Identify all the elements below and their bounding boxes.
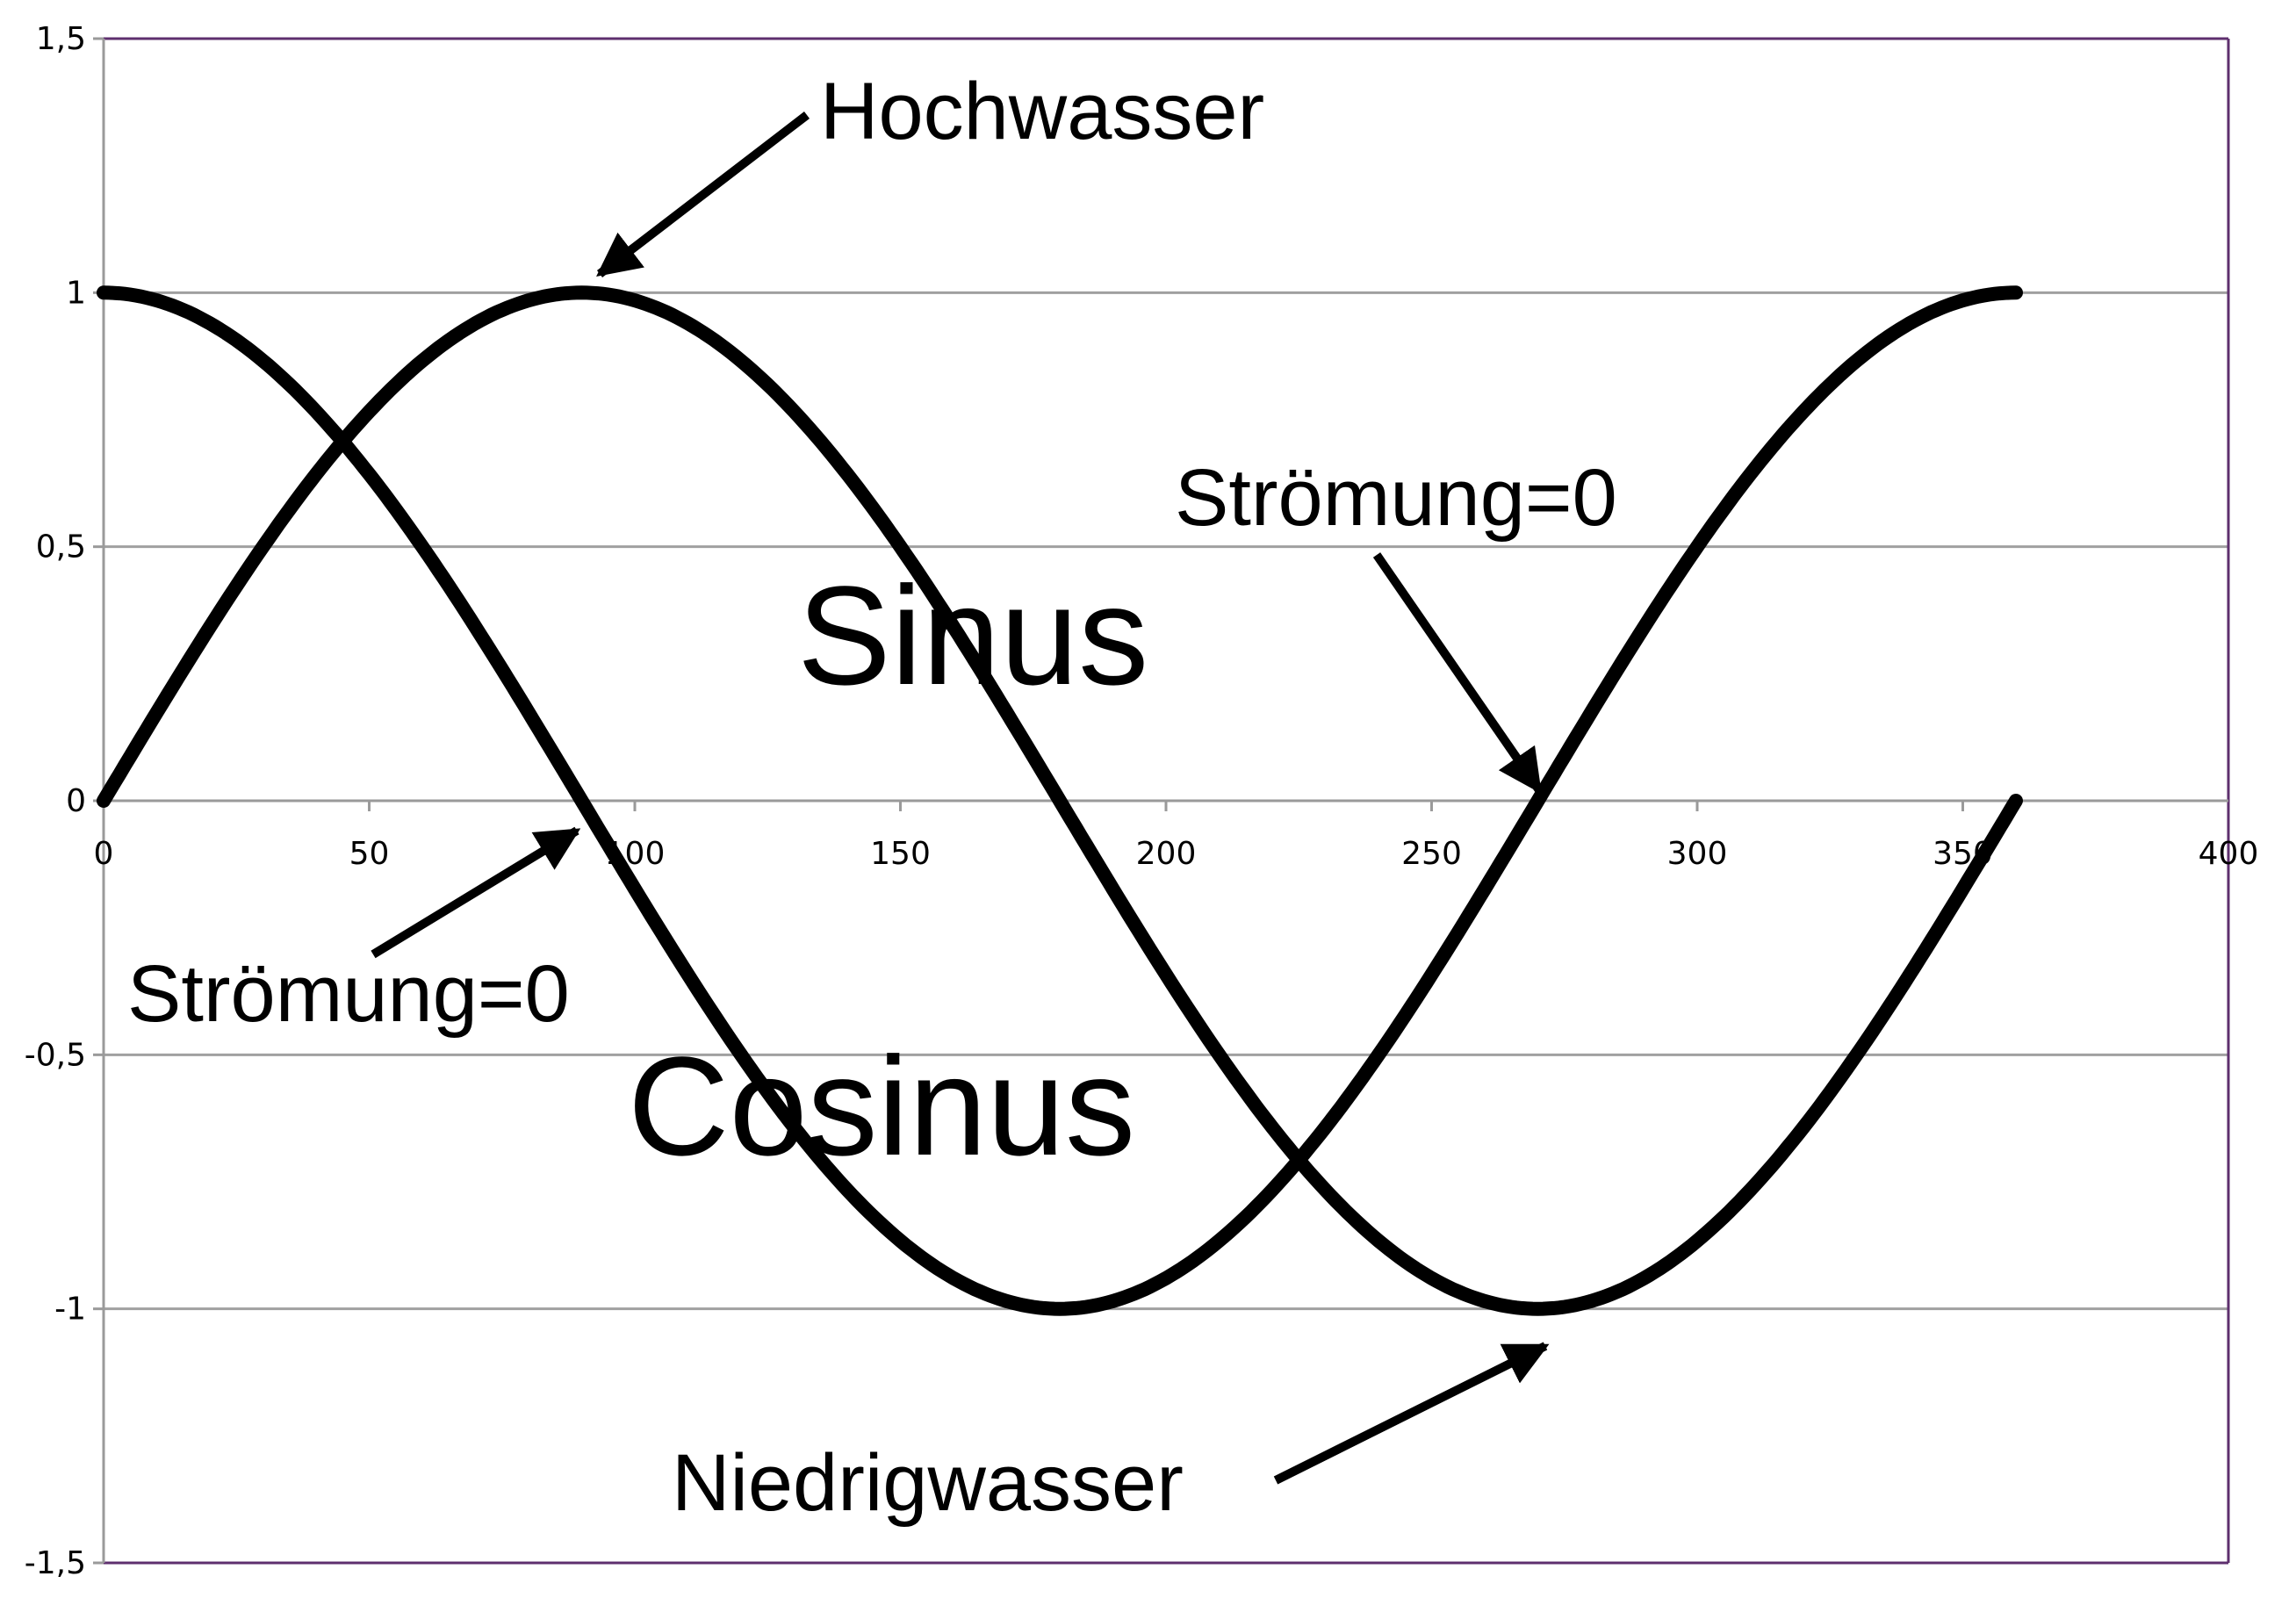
annotation-cosinus: Cosinus — [628, 1027, 1135, 1184]
x-tick-label: 50 — [349, 836, 390, 872]
x-tick-label: 0 — [94, 836, 114, 872]
y-tick-label: -1 — [54, 1292, 86, 1328]
arrow-hochwasser — [596, 112, 810, 277]
x-tick-label: 200 — [1136, 836, 1197, 872]
series-cosinus — [97, 285, 2023, 1316]
x-tick-label: 250 — [1401, 836, 1462, 872]
y-tick-label: 1,5 — [36, 21, 86, 57]
annotation-arrows — [371, 112, 1550, 1485]
annotation-niedrigwasser: Niedrigwasser — [672, 1438, 1184, 1528]
annotation-stroemung-left: Strömung=0 — [127, 949, 570, 1039]
annotation-sinus: Sinus — [797, 557, 1148, 714]
arrow-stroemung-right — [1372, 552, 1544, 795]
annotation-stroemung-right: Strömung=0 — [1175, 453, 1617, 543]
series-sinus — [97, 285, 2023, 1316]
y-tick-label: 1 — [66, 275, 86, 311]
arrow-niedrigwasser — [1273, 1342, 1550, 1485]
y-tick-label: 0,5 — [36, 529, 86, 565]
series-lines — [97, 285, 2023, 1316]
x-tick-label: 300 — [1667, 836, 1728, 872]
y-tick-label: -0,5 — [25, 1037, 86, 1073]
annotations: Hochwasser Strömung=0 Sinus Strömung=0 C… — [127, 67, 1617, 1528]
x-tick-label: 400 — [2199, 836, 2259, 872]
y-tick-label: 0 — [66, 783, 86, 819]
plot-frame — [102, 37, 2230, 1565]
arrow-stroemung-left — [371, 826, 581, 959]
annotation-hochwasser: Hochwasser — [820, 67, 1264, 156]
x-tick-label: 150 — [870, 836, 931, 872]
y-tick-label: -1,5 — [25, 1545, 86, 1581]
